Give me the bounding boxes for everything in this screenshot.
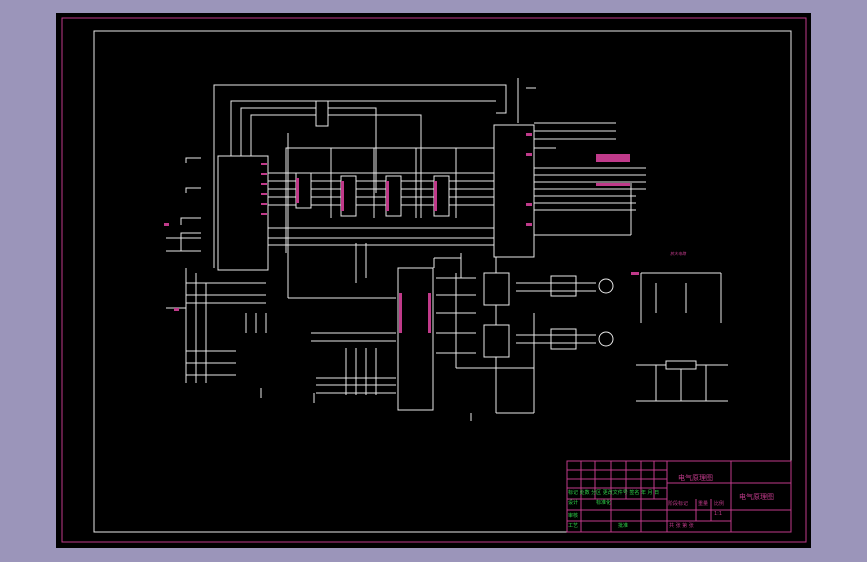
pin-markers [164, 133, 639, 333]
amplifier-label: 放大电路 [670, 251, 686, 256]
inner-frame [93, 30, 792, 533]
drawing-name: 电气原理图 [678, 474, 713, 482]
latch-chip [315, 100, 329, 127]
scale-value: 1:1 [714, 511, 723, 517]
schematic-canvas [61, 17, 807, 543]
standardization-label: 标准化 [596, 500, 612, 506]
weight-label: 重量 [698, 501, 709, 507]
sheet-label: 共 张 第 张 [669, 523, 694, 529]
regulator-chip [665, 360, 697, 370]
process-label: 工艺 [568, 523, 579, 529]
revision-row: 标记 处数 分区 更改文件号 签名 年 月 日 [568, 490, 660, 496]
stage-label: 阶段标记 [668, 501, 689, 507]
motor-driver-chip-2 [483, 324, 510, 358]
approval-label: 批准 [618, 523, 629, 529]
motor-driver-chip-1 [483, 272, 510, 306]
checker-label: 审核 [568, 513, 579, 519]
scale-label: 比例 [714, 501, 725, 507]
title-block-grid [566, 460, 792, 533]
ic-chips [217, 100, 697, 411]
adc-chip [397, 267, 434, 411]
motors [550, 275, 614, 350]
designer-label: 设计 [568, 500, 579, 506]
outer-frame [61, 17, 807, 543]
drawing-sheet: 电气原理图 电气原理图 标记 处数 分区 更改文件号 签名 年 月 日 设计 标… [56, 13, 811, 548]
mcu-chip [217, 155, 269, 271]
display-driver-chip [493, 124, 535, 258]
drawing-name-right: 电气原理图 [739, 493, 774, 501]
